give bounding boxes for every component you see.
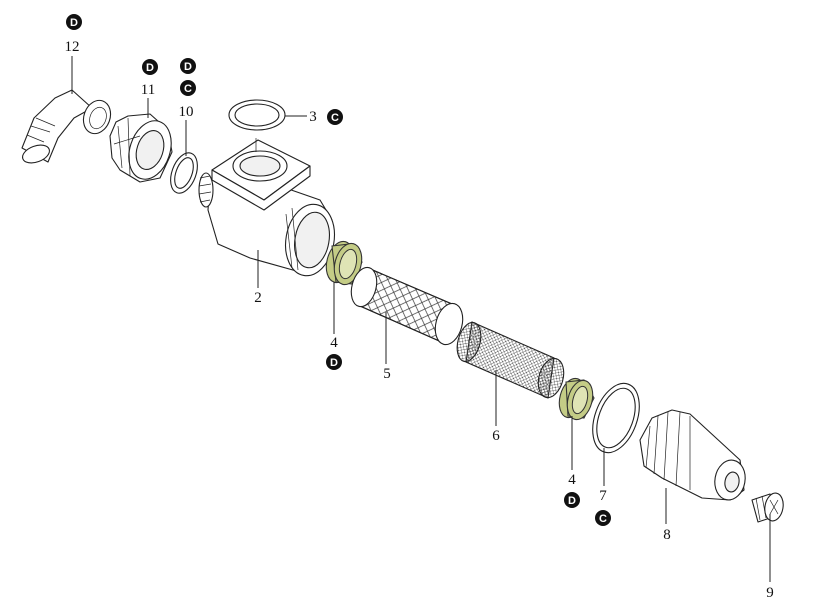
callout-9: 9	[766, 585, 774, 601]
part-11-union-nut	[109, 113, 173, 183]
part-2-housing	[198, 138, 335, 277]
svg-text:D: D	[184, 61, 192, 73]
callout-4-right: 4	[568, 472, 576, 488]
badge-d-part-12: D	[66, 14, 82, 30]
svg-text:D: D	[146, 62, 154, 74]
part-10-o-ring	[170, 152, 198, 194]
callout-2: 2	[254, 290, 262, 306]
callout-10: 10	[179, 104, 194, 120]
badge-d-part-11: D	[142, 59, 158, 75]
badge-c-part-7: C	[595, 510, 611, 526]
callout-8: 8	[663, 527, 671, 543]
badge-d-part-10: D	[180, 58, 196, 74]
part-8-end-cap	[639, 409, 746, 501]
part-9-screw	[751, 492, 784, 523]
badge-c-part-3: C	[327, 109, 343, 125]
callout-12: 12	[65, 39, 80, 55]
svg-text:D: D	[70, 17, 78, 29]
svg-text:C: C	[331, 112, 339, 124]
callout-6: 6	[492, 428, 500, 444]
leader-lines	[71, 56, 771, 582]
part-4-seal-ring-left	[325, 240, 363, 286]
part-5-coarse-screen	[350, 266, 464, 346]
callout-4-left: 4	[330, 335, 338, 351]
part-12-elbow-barb	[21, 89, 112, 164]
callout-5: 5	[383, 366, 391, 382]
badge-d-part-4-left: D	[326, 354, 342, 370]
part-3-gasket	[228, 99, 286, 131]
badge-c-part-10: C	[180, 80, 196, 96]
badge-d-part-4-right: D	[564, 492, 580, 508]
part-4-seal-ring-right	[558, 377, 595, 421]
svg-text:D: D	[568, 495, 576, 507]
callout-7: 7	[599, 488, 607, 504]
callout-numbers: 12 11 10 3 2 4 5 6 4 7 8 9	[65, 39, 774, 601]
badges: D D D C C D D C	[66, 14, 611, 526]
callout-11: 11	[141, 82, 155, 98]
svg-text:C: C	[184, 83, 192, 95]
part-6-fine-screen	[456, 321, 565, 399]
callout-3: 3	[309, 109, 317, 125]
svg-text:C: C	[599, 513, 607, 525]
part-7-o-ring	[592, 382, 640, 454]
svg-text:D: D	[330, 357, 338, 369]
